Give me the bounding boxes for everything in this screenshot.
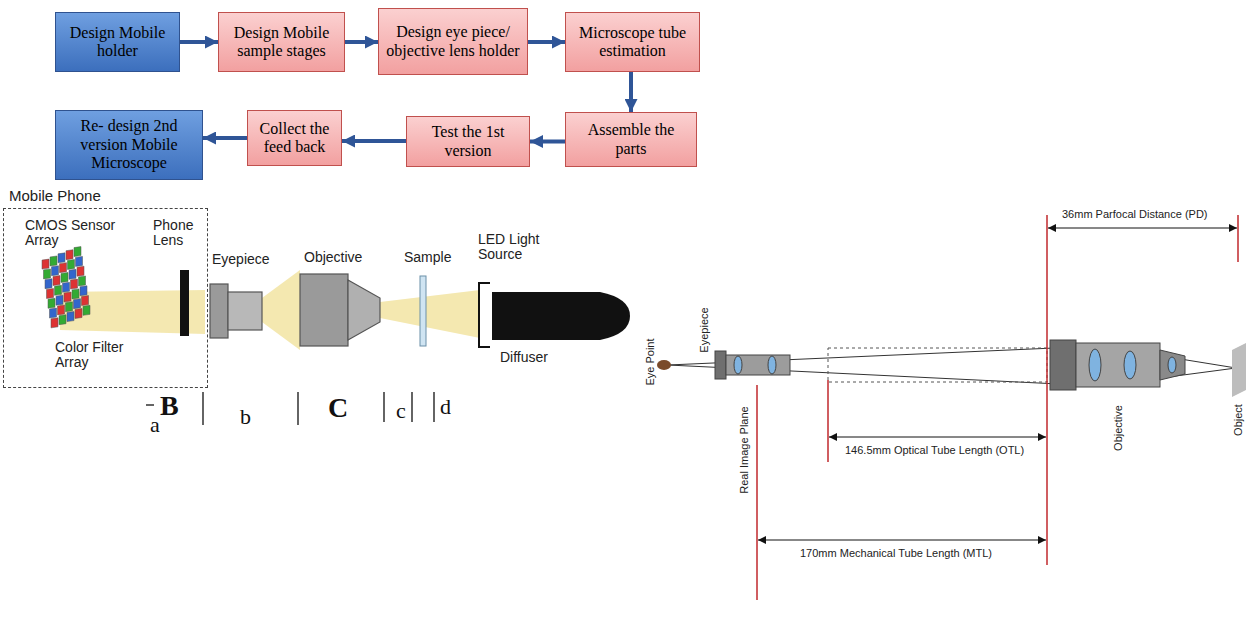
process-box: Design Mobile sample stages [218,12,345,72]
sensor-pixel [44,269,51,279]
sensor-pixel [58,305,65,315]
part-label: Color Filter Array [55,340,127,371]
sensor-pixel [51,318,58,328]
box-text: Design eye piece/ objective lens holder [385,23,521,60]
sensor-pixel [50,308,57,318]
sensor-pixel [52,266,59,276]
process-box: Design Mobile holder [55,12,180,72]
box-text: Collect the feed back [254,120,335,157]
callout-letter: d [440,394,451,420]
light-beam [60,270,480,350]
sensor-pixel [68,260,75,270]
sensor-pixel [58,253,65,263]
sensor-pixel [47,288,54,298]
flow-arrow [530,140,565,144]
part-label: CMOS Sensor Array [25,218,125,249]
sensor-pixel [60,263,67,273]
part-label: Eyepiece [212,252,270,267]
part-label: Objective [304,250,362,265]
callout-letter: c [396,398,406,424]
tube-outline [828,348,1047,382]
part-label: Diffuser [500,350,548,365]
part-label: 170mm Mechanical Tube Length (MTL) [800,547,1035,559]
sensor-array [42,247,90,328]
sensor-pixel [67,312,74,322]
eye [657,360,671,370]
part-label: 36mm Parfocal Distance (PD) [1062,208,1237,220]
sensor-pixel [64,292,71,302]
objective-drawing [1050,340,1185,390]
callout-letter: b [240,404,251,430]
flow-arrow [180,40,218,44]
process-box: Re- design 2nd version Mobile Microscope [55,110,203,180]
part-label: Phone Lens [153,218,203,249]
sensor-pixel [74,299,81,309]
box-text: Design Mobile sample stages [225,24,338,61]
box-text: Test the 1st version [413,123,523,160]
sensor-pixel [77,266,84,276]
sensor-pixel [69,269,76,279]
sensor-pixel [66,250,73,260]
process-box: Design eye piece/ objective lens holder [378,8,528,75]
sensor-pixel [71,279,78,289]
sensor-pixel [63,282,70,292]
process-box: Test the 1st version [406,116,530,167]
sample-slide [420,276,426,346]
part-label: Eye Point [644,338,656,385]
sensor-pixel [83,305,90,315]
led-source [479,283,630,347]
sensor-pixel [74,247,81,257]
eyepiece-drawing [715,351,790,379]
flow-arrow [342,139,406,143]
box-text: Design Mobile holder [62,24,173,61]
sensor-pixel [66,302,73,312]
group-title: Mobile Phone [9,188,129,205]
part-label: LED Light Source [478,232,558,263]
flow-arrow [629,72,633,112]
part-label: Eyepiece [698,307,710,352]
part-label: Sample [404,250,451,265]
sensor-pixel [56,295,63,305]
callout-letter: a [150,412,160,438]
process-box: Microscope tube estimation [565,12,700,72]
sensor-pixel [72,289,79,299]
dimension-lines [757,215,1238,600]
part-label: Object [1232,404,1244,436]
part-label: Real Image Plane [738,406,750,493]
process-box: Assemble the parts [565,112,697,167]
sensor-pixel [53,276,60,286]
part-label: 146.5mm Optical Tube Length (OTL) [845,444,1040,456]
sensor-pixel [82,296,89,306]
box-text: Microscope tube estimation [572,24,693,61]
object-slide [1232,343,1246,397]
sensor-pixel [48,298,55,308]
phone-group: Mobile PhoneCMOS Sensor ArrayColor Filte… [3,188,208,388]
sensor-pixel [75,308,82,318]
dimension-arrows [758,228,1237,540]
process-box: Collect the feed back [247,110,342,166]
sensor-pixel [76,256,83,266]
flow-arrow [203,136,247,140]
sensor-pixel [59,315,66,325]
sensor-pixel [55,285,62,295]
objective-drawing [300,274,380,346]
phone-lens [180,270,189,336]
sensor-pixel [42,259,49,269]
callout-letter: B [160,390,179,422]
sensor-pixel [50,256,57,266]
part-label: Objective [1112,405,1124,451]
callout-letter: C [328,392,348,424]
sensor-pixel [80,286,87,296]
eyepiece-drawing [210,284,262,338]
sensor-pixel [45,279,52,289]
box-text: Assemble the parts [572,121,690,158]
flow-arrow [345,40,378,44]
section-ticks [146,392,434,425]
sensor-pixel [79,276,86,286]
sensor-pixel [61,272,68,282]
box-text: Re- design 2nd version Mobile Microscope [62,117,196,172]
flow-arrow [528,40,565,44]
